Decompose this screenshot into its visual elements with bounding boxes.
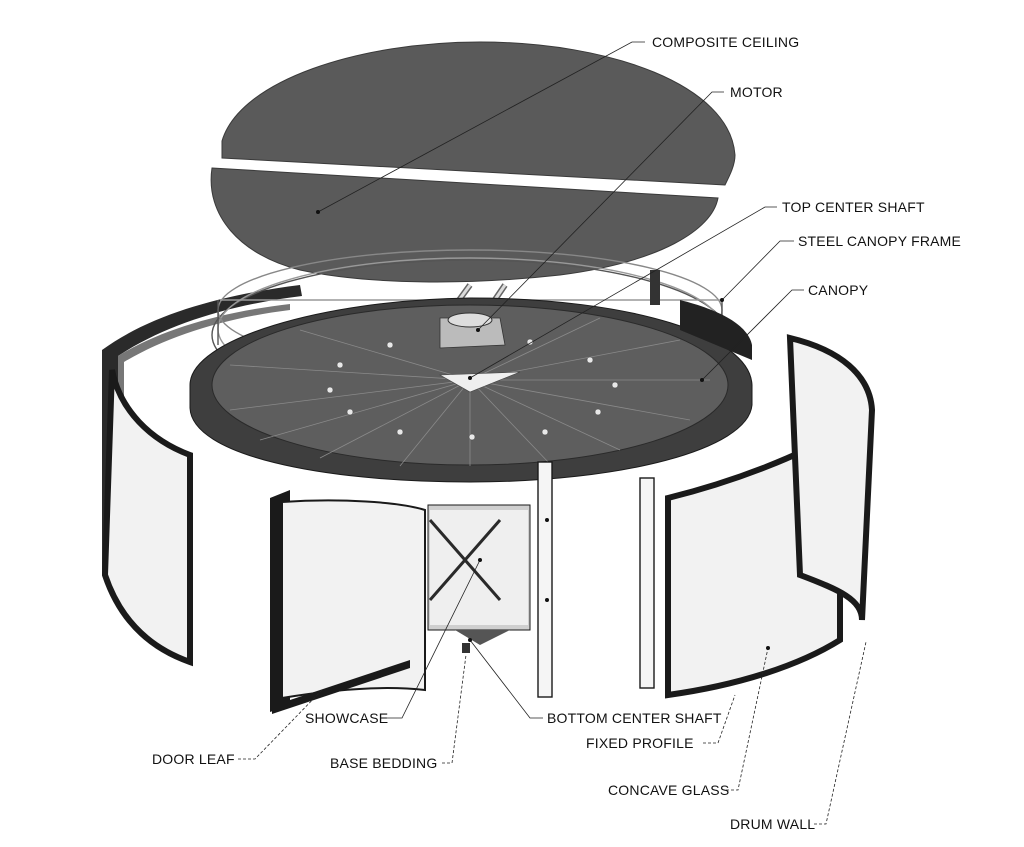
label-motor: MOTOR [730,84,783,100]
drum-wall-right-back [650,270,752,360]
label-base-bedding: BASE BEDDING [330,755,437,771]
label-drum-wall: DRUM WALL [730,816,815,832]
door-leaf [270,490,426,714]
label-canopy: CANOPY [808,282,869,298]
label-composite-ceiling: COMPOSITE CEILING [652,34,799,50]
label-bottom-center-shaft: BOTTOM CENTER SHAFT [547,710,722,726]
label-top-center-shaft: TOP CENTER SHAFT [782,199,925,215]
label-concave-glass: CONCAVE GLASS [608,782,729,798]
label-fixed-profile: FIXED PROFILE [586,735,694,751]
fixed-profile-posts [537,461,655,698]
label-showcase: SHOWCASE [305,710,388,726]
canopy [189,297,753,483]
composite-ceiling [210,41,736,283]
label-steel-canopy-frame: STEEL CANOPY FRAME [798,233,961,249]
labels: COMPOSITE CEILING MOTOR TOP CENTER SHAFT… [152,34,961,832]
label-door-leaf: DOOR LEAF [152,751,235,767]
drum-wall-right [786,334,876,621]
showcase [427,504,531,653]
drum-wall-left-glass [101,369,193,667]
leader-lines [238,41,867,825]
